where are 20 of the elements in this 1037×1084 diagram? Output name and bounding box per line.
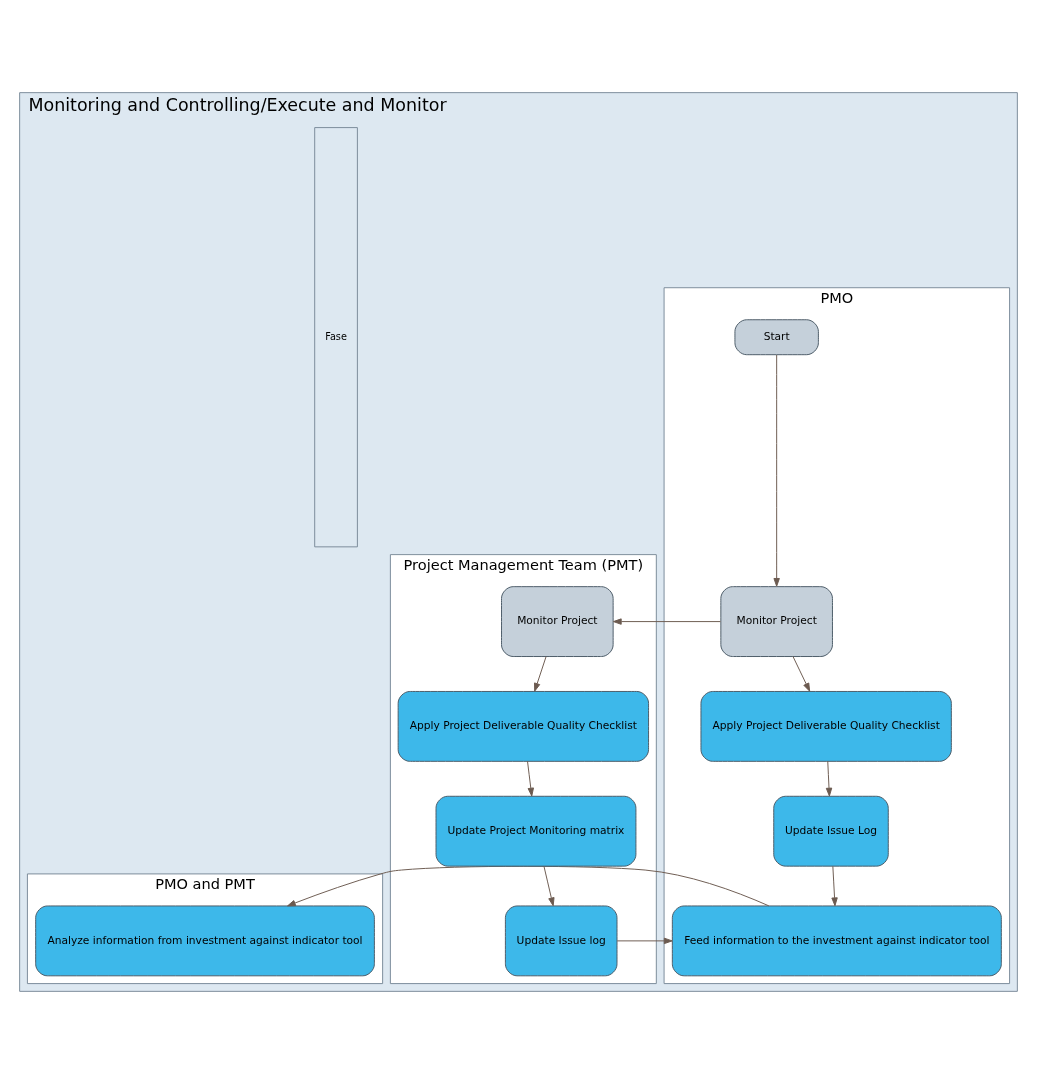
node-box: Apply Project Deliverable Quality Checklist	[397, 690, 650, 762]
node-box: Update Issue Log	[773, 795, 889, 867]
arrow	[831, 865, 838, 907]
node-box: Update Project Monitoring matrix	[435, 795, 637, 867]
arrow	[534, 656, 547, 692]
arrow	[792, 656, 811, 692]
node-box: Feed information to the investment against indicator tool	[671, 905, 1002, 977]
node-box: Update Issue log	[504, 905, 618, 977]
node-box: Analyze information from investment against indicator tool	[35, 905, 375, 977]
node-box: Apply Project Deliverable Quality Checklist	[700, 690, 952, 762]
arrow	[543, 865, 555, 907]
node-box: Monitor Project	[720, 586, 833, 657]
node-box: Start	[734, 319, 819, 356]
arrow	[773, 354, 780, 587]
arrow	[612, 618, 722, 625]
arrow	[616, 937, 673, 945]
arrow	[527, 760, 534, 797]
arrow	[825, 760, 833, 797]
node-box: Monitor Project	[501, 586, 614, 657]
node-box: Fase	[314, 127, 358, 548]
